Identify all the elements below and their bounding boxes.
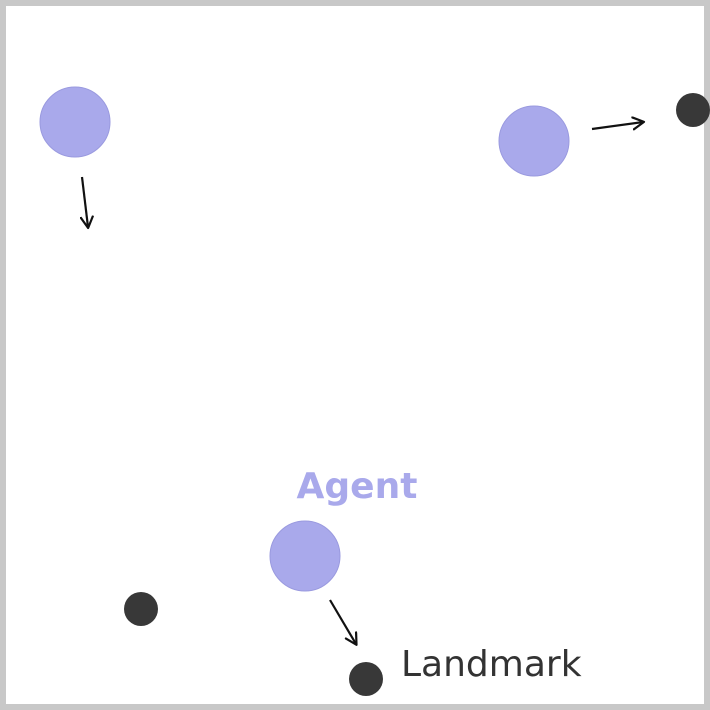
landmark-label: Landmark bbox=[401, 644, 582, 685]
landmark-dot-bottom bbox=[349, 662, 383, 696]
direction-arrow-top-left bbox=[82, 176, 88, 227]
agent-circle-top-left bbox=[39, 86, 111, 158]
direction-arrow-bottom bbox=[329, 599, 356, 644]
agent-circle-top-right bbox=[498, 105, 570, 177]
landmark-dot-bottom-left bbox=[124, 592, 158, 626]
agent-circle-bottom bbox=[269, 520, 341, 592]
landmark-dot-right bbox=[676, 93, 710, 127]
agent-label: Agent bbox=[297, 466, 418, 507]
direction-arrow-top-right bbox=[591, 122, 643, 129]
